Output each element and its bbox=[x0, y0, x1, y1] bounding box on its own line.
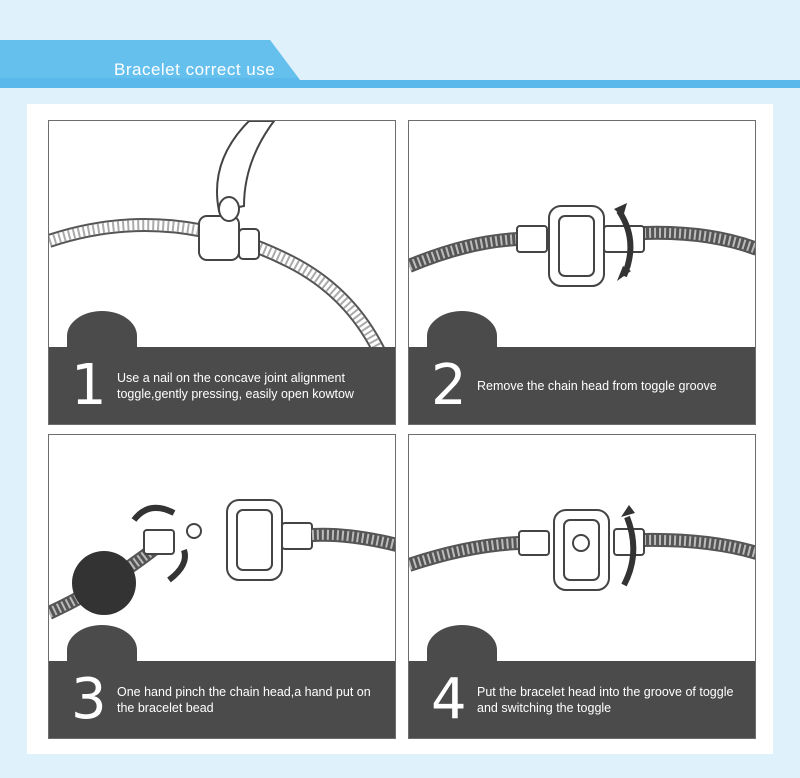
step-panel-1: 1 Use a nail on the concave joint alignm… bbox=[48, 120, 396, 425]
header-banner: Bracelet correct use bbox=[0, 40, 800, 100]
step-panel-2: 2 Remove the chain head from toggle groo… bbox=[408, 120, 756, 425]
step-number: 2 bbox=[431, 353, 467, 418]
step-text: Remove the chain head from toggle groove bbox=[477, 378, 717, 393]
step-4-illustration bbox=[409, 505, 755, 591]
step-number: 1 bbox=[71, 353, 107, 418]
step-text: Use a nail on the concave joint alignmen… bbox=[117, 370, 354, 401]
header-ribbon bbox=[0, 40, 800, 88]
step-panel-4: 4 Put the bracelet head into the groove … bbox=[408, 434, 756, 739]
step-text: Put the bracelet head into the groove of… bbox=[477, 684, 734, 715]
page-title: Bracelet correct use bbox=[114, 60, 276, 79]
step-2-illustration bbox=[409, 203, 755, 287]
step-3-caption: 3 One hand pinch the chain head,a hand p… bbox=[49, 661, 395, 738]
step-4-caption: 4 Put the bracelet head into the groove … bbox=[409, 661, 755, 738]
step-2-caption: 2 Remove the chain head from toggle groo… bbox=[409, 347, 755, 424]
step-3-illustration bbox=[49, 499, 395, 620]
step-number: 3 bbox=[71, 667, 107, 732]
step-text: One hand pinch the chain head,a hand put… bbox=[117, 684, 371, 715]
step-number: 4 bbox=[431, 667, 467, 732]
step-1-illustration bbox=[49, 121, 386, 355]
step-1-caption: 1 Use a nail on the concave joint alignm… bbox=[49, 347, 395, 424]
step-panel-3: 3 One hand pinch the chain head,a hand p… bbox=[48, 434, 396, 739]
